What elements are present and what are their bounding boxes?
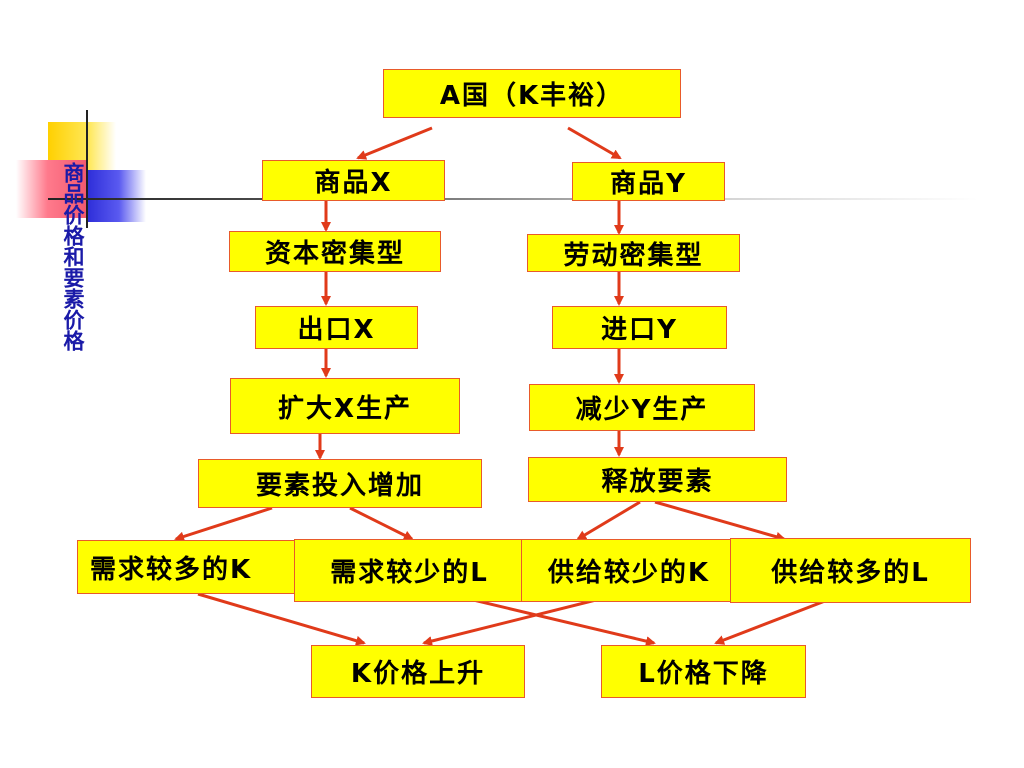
arrow-supplyLessK-to-kUp — [422, 592, 621, 646]
node-expandX: 扩大X生产 — [230, 378, 460, 434]
node-country: A国（K丰裕） — [383, 69, 681, 118]
arrow-supplyMoreL-to-lDown — [714, 594, 839, 645]
node-exportX: 出口X — [255, 306, 418, 349]
node-reduceY: 减少Y生产 — [529, 384, 755, 431]
deco-horizontal-line — [48, 198, 978, 200]
node-kUp: K价格上升 — [311, 645, 525, 698]
node-goodY: 商品Y — [572, 162, 725, 201]
node-release: 释放要素 — [528, 457, 787, 502]
arrow-country-to-goodY — [567, 126, 622, 160]
node-demandLessL: 需求较少的L — [294, 539, 525, 602]
node-capital: 资本密集型 — [229, 231, 441, 272]
node-lDown: L价格下降 — [601, 645, 806, 698]
node-supplyMoreL: 供给较多的L — [730, 538, 971, 603]
deco-blue-square — [86, 170, 146, 222]
deco-vertical-line — [86, 110, 88, 228]
node-importY: 进口Y — [552, 306, 727, 349]
arrow-demandLessL-to-lDown — [447, 592, 656, 647]
arrow-demandMoreK-to-kUp — [197, 592, 366, 646]
node-supplyLessK: 供给较少的K — [521, 539, 737, 602]
side-title: 商品价格和要素价格 — [61, 162, 85, 351]
arrow-release-to-supplyLessK — [576, 500, 641, 541]
node-demandMoreK: 需求较多的K — [77, 540, 295, 594]
arrow-release-to-supplyMoreL — [654, 500, 786, 542]
node-goodX: 商品X — [262, 160, 445, 201]
arrow-country-to-goodX — [356, 126, 433, 160]
arrow-factorIn-to-demandMoreK — [174, 506, 273, 542]
deco-red-square — [16, 160, 86, 218]
arrow-factorIn-to-demandLessL — [349, 506, 414, 541]
node-factorIn: 要素投入增加 — [198, 459, 482, 508]
node-labor: 劳动密集型 — [527, 234, 740, 272]
